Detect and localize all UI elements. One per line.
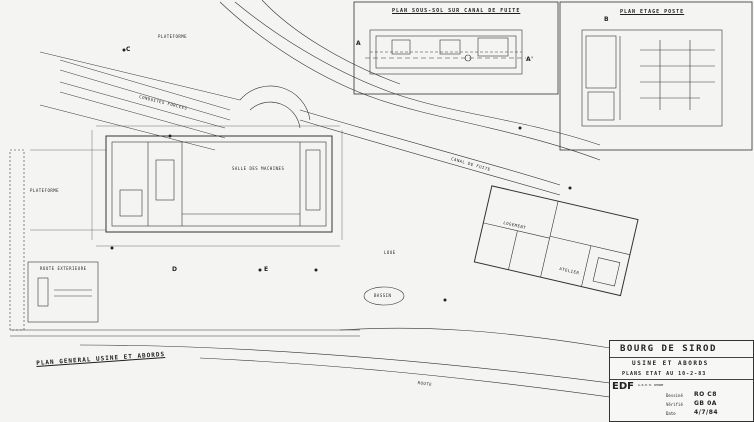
basement-plan-frame	[353, 1, 559, 95]
label-platform-left: PLATEFORME	[30, 188, 60, 193]
field-date-label: Date	[666, 411, 676, 416]
field-checked-label: Vérifié	[666, 402, 683, 407]
label-basin: BASSIN	[374, 293, 392, 298]
basement-plan-title: PLAN SOUS-SOL SUR CANAL DE FUITE	[392, 8, 521, 14]
section-mark-e: E	[264, 266, 269, 273]
floor-plan-title: PLAN ETAGE POSTE	[620, 9, 685, 15]
edf-logo: EDF	[612, 381, 634, 392]
section-mark-a: A	[356, 40, 362, 47]
plans-state: PLANS ETAT AU 10-2-83	[622, 371, 707, 377]
field-date-value: 4/7/84	[694, 409, 719, 416]
label-platform-top: PLATEFORME	[158, 34, 188, 39]
machine-hall	[105, 135, 333, 233]
title-block: BOURG DE SIROD USINE ET ABORDS PLANS ETA…	[609, 340, 754, 422]
section-mark-b: B	[604, 16, 610, 23]
edf-sub: G.R.P.H. RHONE	[638, 383, 664, 387]
project-title: BOURG DE SIROD	[620, 344, 717, 354]
field-drawn-value: RO C8	[694, 391, 717, 398]
lodging-building	[473, 185, 639, 297]
label-road-exterior: ROUTE EXTERIEURE	[40, 266, 87, 271]
section-mark-d: D	[172, 266, 178, 273]
label-loud: LOUE	[384, 250, 396, 255]
field-drawn-label: Dessiné	[666, 393, 683, 398]
floor-plan-frame	[559, 1, 753, 151]
basin	[363, 286, 405, 306]
section-mark-a-prime: A'	[526, 56, 534, 63]
label-machines-room: SALLE DES MACHINES	[232, 166, 285, 171]
section-mark-c: C	[126, 46, 131, 53]
subject-title: USINE ET ABORDS	[632, 360, 709, 367]
field-checked-value: GB 0A	[694, 400, 717, 407]
